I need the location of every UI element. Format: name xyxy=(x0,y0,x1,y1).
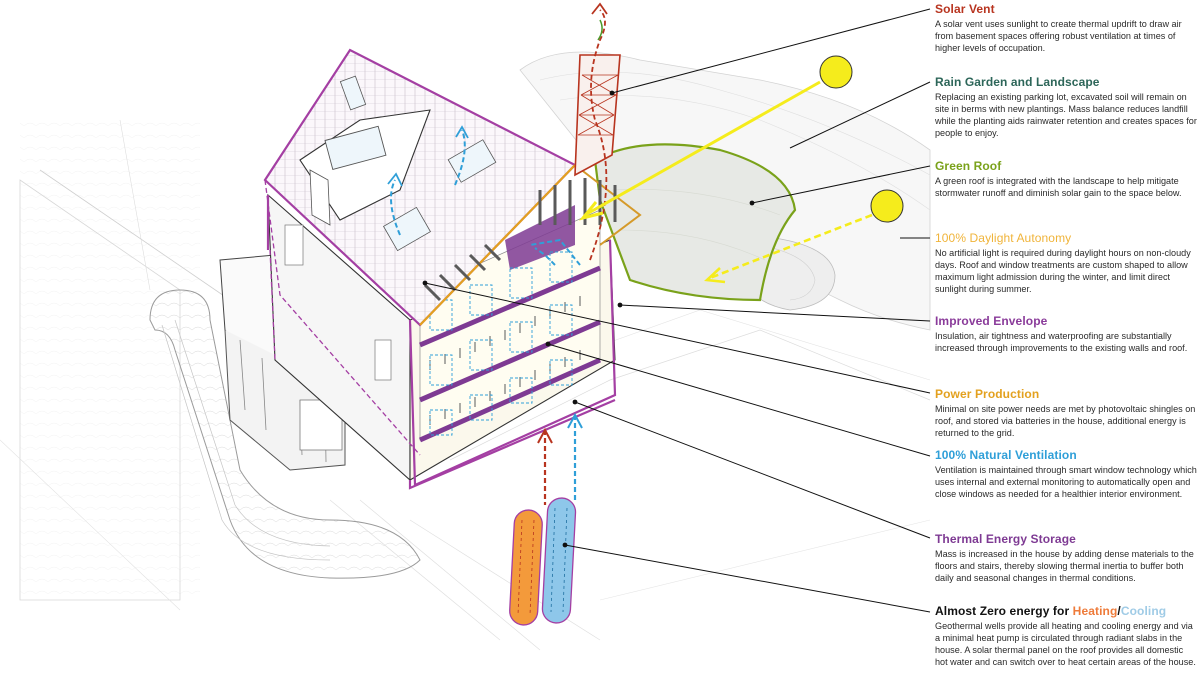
note-title: Green Roof xyxy=(935,159,1002,173)
note-body: A green roof is integrated with the land… xyxy=(935,176,1182,198)
note-ventilation: 100% Natural Ventilation Ventilation is … xyxy=(935,448,1197,500)
green-roof xyxy=(593,143,797,302)
heating-label: Heating xyxy=(1072,604,1118,618)
envelope-dashed-outline xyxy=(264,179,421,456)
note-body: Minimal on site power needs are met by p… xyxy=(935,404,1196,438)
note-rain-garden: Rain Garden and Landscape Replacing an e… xyxy=(935,75,1197,139)
note-title: Power Production xyxy=(935,387,1040,401)
note-zero-energy: Almost Zero energy for Heating/Cooling G… xyxy=(935,604,1197,668)
sun-icon xyxy=(578,55,853,221)
note-title: 100% Daylight Autonomy xyxy=(935,231,1072,245)
note-title: Rain Garden and Landscape xyxy=(935,75,1100,89)
solar-vent-chimney xyxy=(574,54,621,177)
sun-icon-secondary xyxy=(704,189,904,284)
envelope-outline xyxy=(266,195,616,490)
note-body: No artificial light is required during d… xyxy=(935,248,1191,294)
geothermal-wells xyxy=(509,497,577,626)
note-thermal: Thermal Energy Storage Mass is increased… xyxy=(935,532,1197,584)
note-title: Thermal Energy Storage xyxy=(935,532,1076,546)
flow-arrows xyxy=(387,2,608,505)
note-body: Insulation, air tightness and waterproof… xyxy=(935,331,1188,353)
note-solar-vent: Solar Vent A solar vent uses sunlight to… xyxy=(935,2,1197,54)
leader-lines xyxy=(424,8,931,613)
leader-dots xyxy=(422,90,755,548)
note-title: Almost Zero energy for Heating/Cooling xyxy=(935,604,1197,618)
note-body: A solar vent uses sunlight to create the… xyxy=(935,19,1182,53)
interior-section xyxy=(408,205,617,487)
roof xyxy=(263,48,642,327)
note-title: 100% Natural Ventilation xyxy=(935,448,1077,462)
site-ground xyxy=(0,119,931,651)
note-body: Replacing an existing parking lot, excav… xyxy=(935,92,1197,138)
note-title: Improved Envelope xyxy=(935,314,1048,328)
curved-ramp xyxy=(149,289,421,579)
note-body: Ventilation is maintained through smart … xyxy=(935,465,1197,499)
note-daylight: 100% Daylight Autonomy No artificial lig… xyxy=(935,231,1197,295)
note-title: Solar Vent xyxy=(935,2,995,16)
note-envelope: Improved Envelope Insulation, air tightn… xyxy=(935,314,1197,354)
note-body: Geothermal wells provide all heating and… xyxy=(935,621,1196,667)
title-prefix: Almost Zero energy for xyxy=(935,604,1073,618)
note-power: Power Production Minimal on site power n… xyxy=(935,387,1197,439)
slash-separator: / xyxy=(1117,604,1121,618)
note-body: Mass is increased in the house by adding… xyxy=(935,549,1194,583)
note-green-roof: Green Roof A green roof is integrated wi… xyxy=(935,159,1197,199)
cooling-label: Cooling xyxy=(1120,604,1167,618)
